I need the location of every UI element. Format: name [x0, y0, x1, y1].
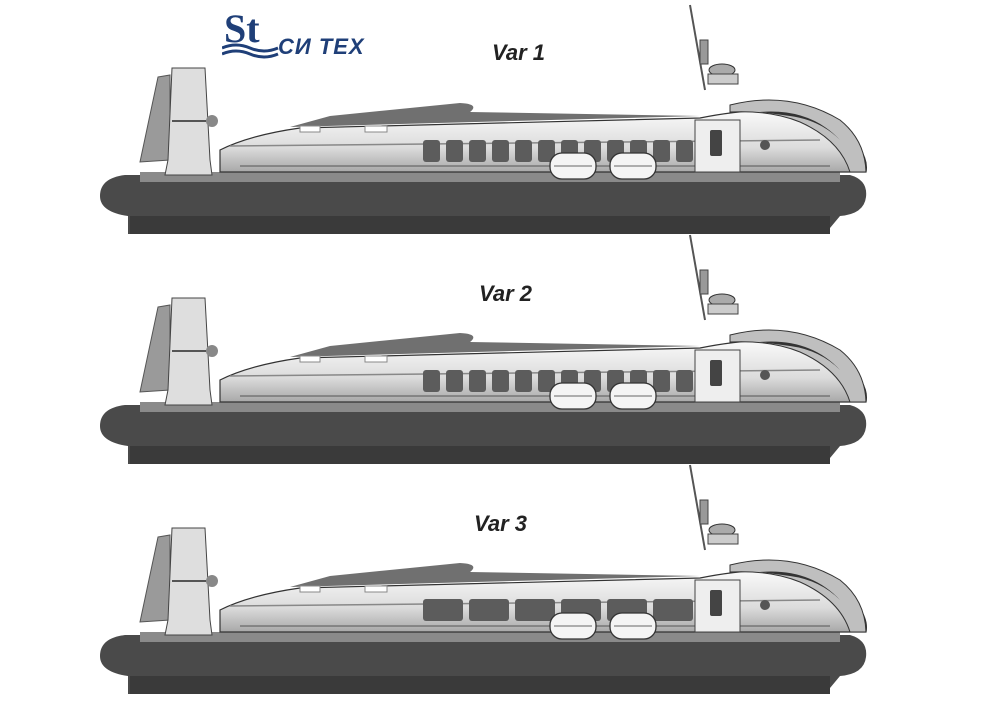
hatch-1: [299, 355, 321, 363]
hatch-2: [364, 355, 388, 363]
variant-3-label: Var 3: [474, 511, 528, 536]
roof: [290, 103, 700, 127]
porthole: [760, 600, 770, 610]
skirt-lower: [130, 676, 830, 694]
door-window: [710, 130, 722, 156]
bow-canopy: [729, 99, 867, 173]
cabin-window: [676, 140, 693, 162]
deck-edge: [140, 172, 840, 182]
cabin-window: [653, 370, 670, 392]
bow-canopy: [729, 559, 867, 633]
rear-fin-back: [139, 74, 171, 163]
logo-name: СИ ТЕХ: [278, 34, 365, 59]
door-window: [710, 590, 722, 616]
cabin-window: [515, 599, 555, 621]
cabin-window: [469, 370, 486, 392]
cabin-window: [676, 370, 693, 392]
cabin-window: [492, 140, 509, 162]
hatch-1: [299, 125, 321, 133]
rear-fin-back: [139, 534, 171, 623]
variant-1-label: Var 1: [492, 40, 546, 65]
logo-mark: St: [224, 8, 260, 51]
cabin-window: [492, 370, 509, 392]
hatch-2: [364, 585, 388, 593]
cabin-window: [423, 370, 440, 392]
sitech-logo: St: [222, 8, 382, 60]
hovercraft-variant-1: [100, 4, 867, 234]
porthole: [760, 140, 770, 150]
cabin-window: [653, 140, 670, 162]
radar-base: [707, 73, 739, 85]
hovercraft-variant-3: [100, 464, 867, 694]
mast-box: [699, 39, 709, 65]
radar-base: [707, 303, 739, 315]
cabin-window: [469, 140, 486, 162]
mast: [689, 4, 706, 91]
mast: [689, 234, 706, 321]
porthole: [760, 370, 770, 380]
cabin-window: [469, 599, 509, 621]
hatch-2: [364, 125, 388, 133]
skirt-lower: [130, 216, 830, 234]
cabin-window: [538, 140, 555, 162]
cabin-window: [538, 370, 555, 392]
mast-box: [699, 499, 709, 525]
cabin-window: [653, 599, 693, 621]
deck-edge: [140, 402, 840, 412]
variant-2-label: Var 2: [479, 281, 533, 306]
cabin-window: [446, 370, 463, 392]
cabin-window: [423, 599, 463, 621]
mast-box: [699, 269, 709, 295]
rear-fin-back: [139, 304, 171, 393]
hatch-1: [299, 585, 321, 593]
hovercraft-variant-2: [100, 234, 867, 464]
fin-pivot: [206, 345, 218, 357]
door-window: [710, 360, 722, 386]
bridge-windscreen: [760, 571, 840, 600]
cabin-window: [515, 370, 532, 392]
roof: [290, 333, 700, 357]
fin-pivot: [206, 575, 218, 587]
cabin-window: [515, 140, 532, 162]
deck-edge: [140, 632, 840, 642]
bridge-windscreen: [760, 341, 840, 370]
cabin-window: [446, 140, 463, 162]
roof: [290, 563, 700, 587]
cabin-window: [423, 140, 440, 162]
mast: [689, 464, 706, 551]
radar-base: [707, 533, 739, 545]
bow-canopy: [729, 329, 867, 403]
bridge-windscreen: [760, 111, 840, 140]
fin-pivot: [206, 115, 218, 127]
skirt-lower: [130, 446, 830, 464]
